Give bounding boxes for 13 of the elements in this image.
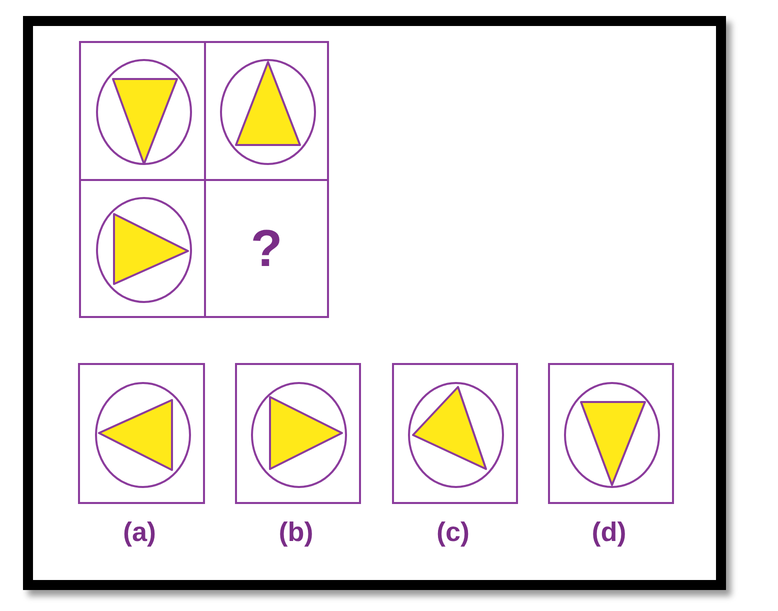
answer-option-panel <box>548 363 674 504</box>
puzzle-grid-panel <box>79 179 206 318</box>
option-label: (c) <box>436 518 470 548</box>
puzzle-grid-panel <box>204 179 329 318</box>
answer-option-panel <box>235 363 361 504</box>
option-label: (a) <box>123 518 156 548</box>
question-mark: ? <box>250 222 282 274</box>
puzzle-grid-panel <box>204 41 329 181</box>
answer-option-panel <box>392 363 518 504</box>
option-label: (b) <box>278 518 314 548</box>
answer-option-panel <box>78 363 205 504</box>
puzzle-grid-panel <box>79 41 206 181</box>
option-label: (d) <box>592 518 626 548</box>
